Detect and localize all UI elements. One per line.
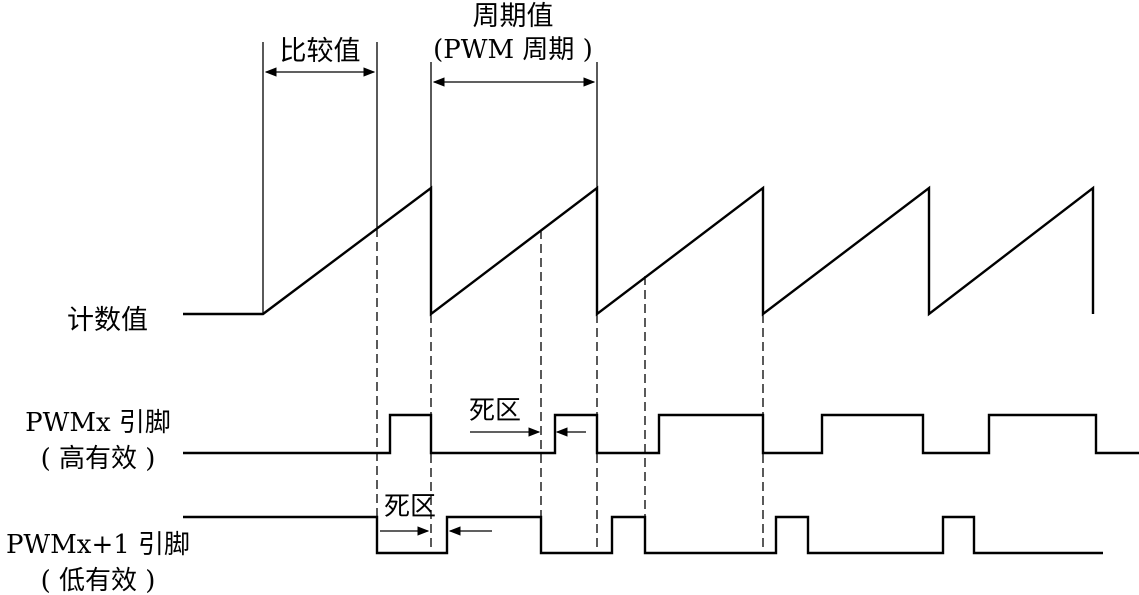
dead-zone-upper-label: 死区	[469, 396, 521, 426]
pwmx-active-high-label: ( 高有效 )	[41, 444, 156, 474]
counter-value-label: 计数值	[67, 305, 148, 336]
pwm-period-label: (PWM 周期 )	[433, 35, 593, 65]
pwmx1-active-low-label: ( 低有效 )	[41, 566, 156, 595]
period-value-bracket	[430, 62, 598, 188]
dead-zone-lower-label: 死区	[384, 492, 436, 522]
compare-value-label: 比较值	[280, 36, 361, 67]
pwmx1-waveform	[183, 515, 1103, 555]
period-value-label: 周期值	[473, 1, 554, 32]
pwmx1-pin-label: PWMx+1 引脚	[6, 530, 190, 560]
counter-sawtooth-waveform	[183, 185, 1095, 317]
pwmx-pin-label: PWMx 引脚	[25, 408, 171, 438]
compare-value-bracket	[262, 42, 378, 314]
pwmx-waveform	[183, 413, 1139, 455]
